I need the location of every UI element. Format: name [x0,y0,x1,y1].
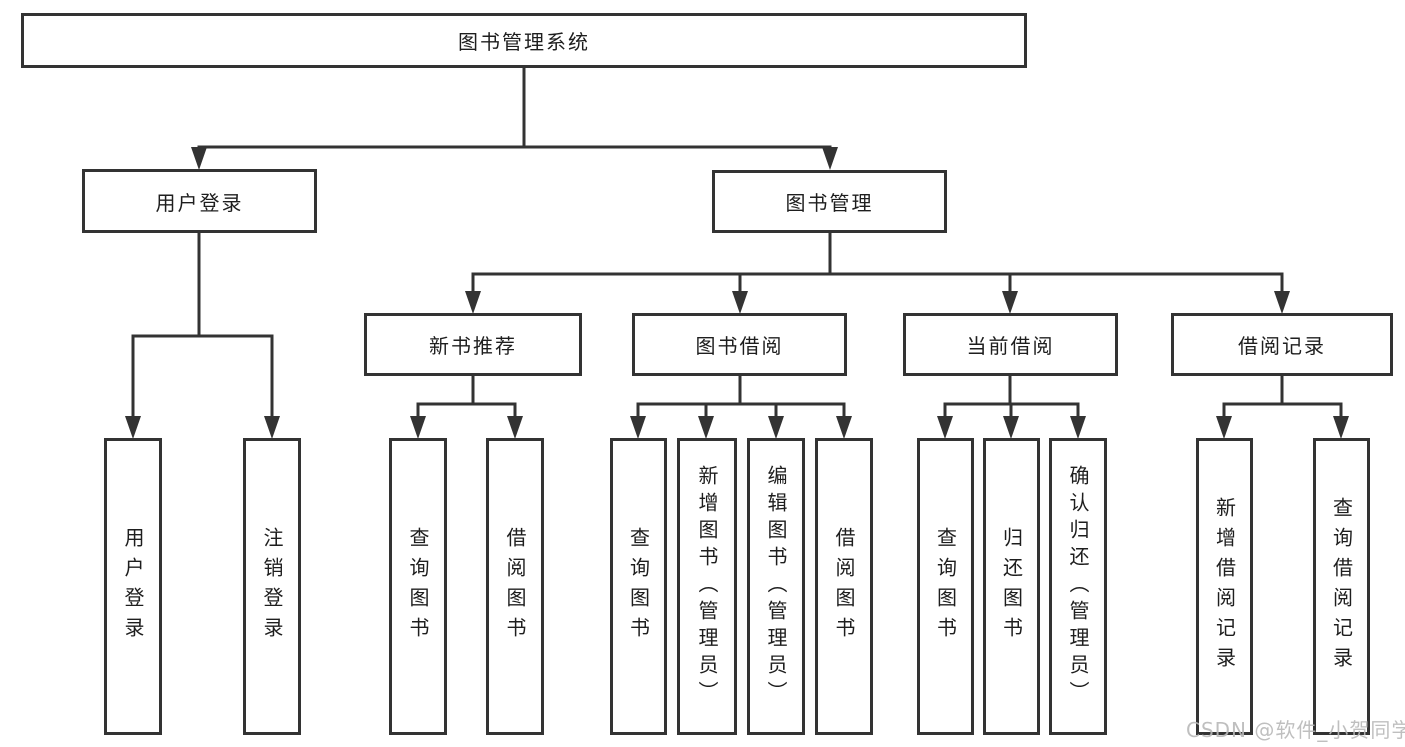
csdn-watermark: CSDN @软件_小贺同学 [1186,718,1405,742]
node-label: 当前借阅 [966,334,1055,358]
node-label: 借阅记录 [1238,334,1326,358]
leaf-add-book-admin: 新增图书（管理员） [677,438,737,735]
leaf-label: 新增图书（管理员） [695,465,719,708]
leaf-query-books-borrowing: 查询图书 [610,438,667,735]
leaf-label: 编辑图书（管理员） [764,465,788,708]
leaf-add-borrow-record: 新增借阅记录 [1196,438,1253,735]
leaf-label: 借阅图书 [832,526,856,647]
leaf-label: 注销登录 [260,526,284,647]
node-label: 用户登录 [155,190,244,215]
node-new-book-recommend: 新书推荐 [364,313,582,376]
leaf-label: 借阅图书 [503,526,527,647]
node-user-login-branch: 用户登录 [82,169,317,233]
leaf-label: 查询图书 [626,526,651,647]
leaf-logout: 注销登录 [243,438,301,735]
node-borrowing-records: 借阅记录 [1171,313,1393,376]
leaf-query-borrow-record: 查询借阅记录 [1313,438,1370,735]
leaf-return-books: 归还图书 [983,438,1040,735]
leaf-label: 确认归还（管理员） [1066,465,1090,708]
node-label: 图书借阅 [695,334,784,358]
leaf-label: 查询借阅记录 [1329,496,1354,677]
leaf-query-books-recommend: 查询图书 [389,438,447,735]
node-book-borrowing: 图书借阅 [632,313,847,376]
node-label: 新书推荐 [429,334,517,358]
node-label: 图书管理 [785,191,874,215]
leaf-user-login: 用户登录 [104,438,162,735]
node-current-borrowing: 当前借阅 [903,313,1118,376]
node-library-management-system: 图书管理系统 [21,13,1027,68]
node-label: 图书管理系统 [458,30,590,54]
node-book-management-branch: 图书管理 [712,170,947,233]
leaf-confirm-return-admin: 确认归还（管理员） [1049,438,1107,735]
leaf-query-books-current: 查询图书 [917,438,974,735]
leaf-label: 归还图书 [999,526,1024,647]
leaf-label: 新增借阅记录 [1212,496,1237,677]
leaf-edit-book-admin: 编辑图书（管理员） [747,438,805,735]
leaf-label: 用户登录 [121,526,145,647]
leaf-label: 查询图书 [933,526,958,647]
leaf-borrow-books-recommend: 借阅图书 [486,438,544,735]
leaf-label: 查询图书 [406,526,430,647]
arrowheads [125,147,1349,439]
leaf-borrow-books-borrowing: 借阅图书 [815,438,873,735]
